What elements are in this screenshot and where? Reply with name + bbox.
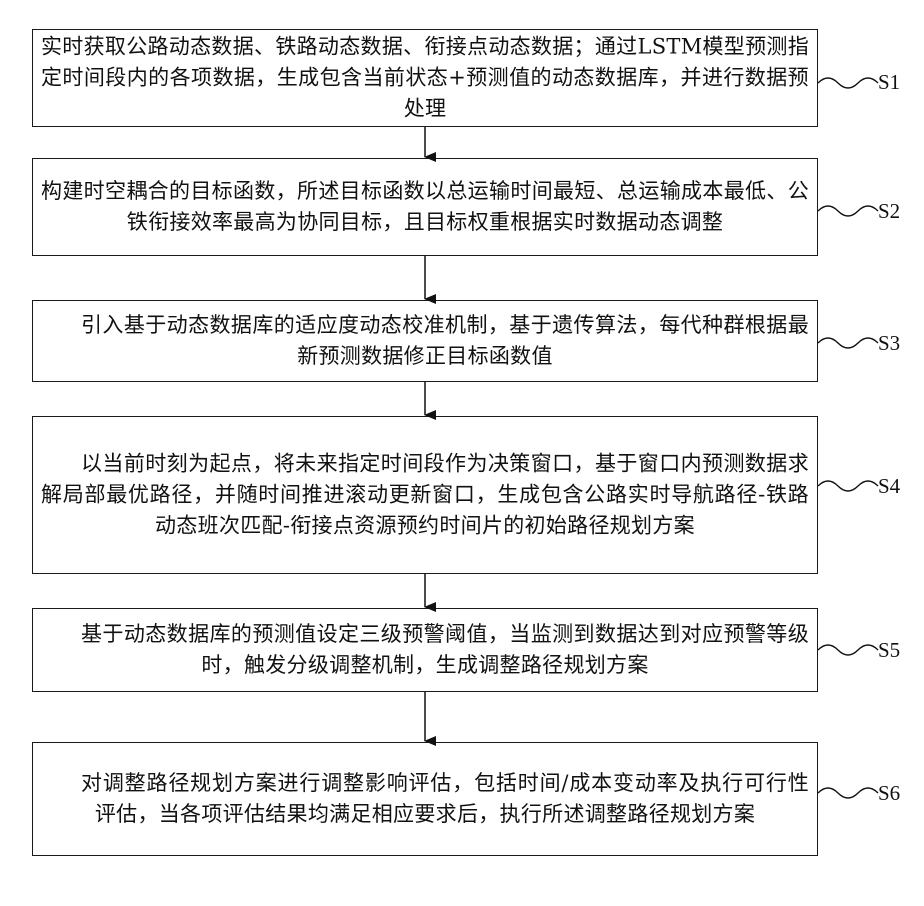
step-label-s2: S2 — [878, 199, 900, 224]
step-text-s2: 构建时空耦合的目标函数，所述目标函数以总运输时间最短、总运输成本最低、公铁衔接效… — [41, 176, 809, 238]
leader-wave-s2 — [818, 206, 878, 216]
step-label-s6: S6 — [878, 781, 900, 806]
leader-waves — [818, 78, 878, 798]
step-text-s1: 实时获取公路动态数据、铁路动态数据、衔接点动态数据；通过LSTM模型预测指定时间… — [41, 32, 809, 125]
step-text-s6: 对调整路径规划方案进行调整影响评估，包括时间/成本变动率及执行可行性评估，当各项… — [41, 768, 809, 830]
step-label-s1: S1 — [878, 70, 900, 95]
step-box-s5: 基于动态数据库的预测值设定三级预警阈值，当监测到数据达到对应预警等级时，触发分级… — [32, 608, 818, 692]
step-text-s4: 以当前时刻为起点，将未来指定时间段作为决策窗口，基于窗口内预测数据求解局部最优路… — [41, 449, 809, 542]
step-label-s5: S5 — [878, 638, 900, 663]
step-text-s3: 引入基于动态数据库的适应度动态校准机制，基于遗传算法，每代种群根据最新预测数据修… — [41, 310, 809, 372]
leader-wave-s1 — [818, 78, 878, 88]
step-box-s6: 对调整路径规划方案进行调整影响评估，包括时间/成本变动率及执行可行性评估，当各项… — [32, 742, 818, 856]
step-box-s3: 引入基于动态数据库的适应度动态校准机制，基于遗传算法，每代种群根据最新预测数据修… — [32, 300, 818, 382]
leader-wave-s5 — [818, 645, 878, 655]
step-label-s4: S4 — [878, 474, 900, 499]
step-box-s2: 构建时空耦合的目标函数，所述目标函数以总运输时间最短、总运输成本最低、公铁衔接效… — [32, 158, 818, 256]
leader-wave-s3 — [818, 338, 878, 348]
step-text-s5: 基于动态数据库的预测值设定三级预警阈值，当监测到数据达到对应预警等级时，触发分级… — [41, 619, 809, 681]
leader-wave-s6 — [818, 788, 878, 798]
step-box-s1: 实时获取公路动态数据、铁路动态数据、衔接点动态数据；通过LSTM模型预测指定时间… — [32, 29, 818, 127]
leader-wave-s4 — [818, 481, 878, 491]
step-label-s3: S3 — [878, 331, 900, 356]
step-box-s4: 以当前时刻为起点，将未来指定时间段作为决策窗口，基于窗口内预测数据求解局部最优路… — [32, 416, 818, 574]
